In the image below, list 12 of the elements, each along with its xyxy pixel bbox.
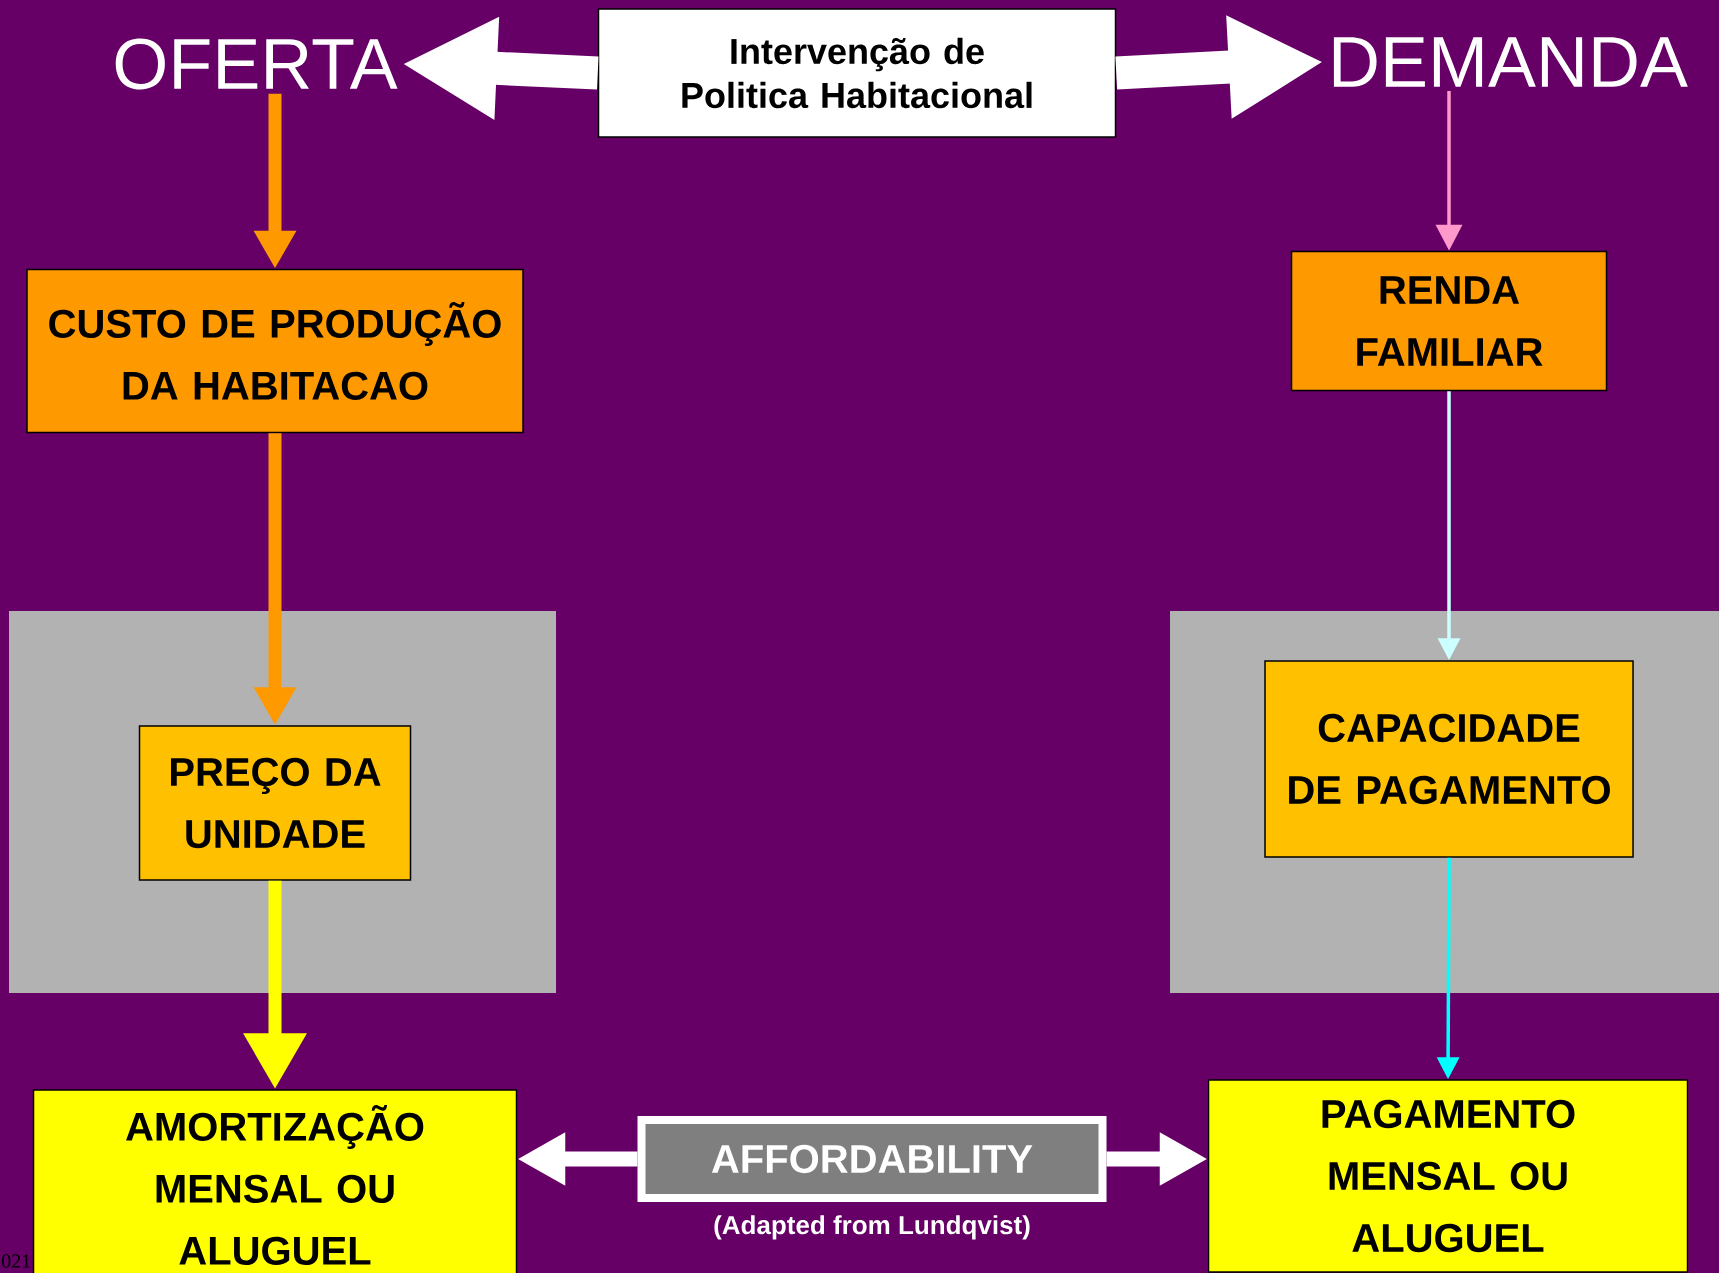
heading-text: DEMANDA xyxy=(1333,37,1688,87)
process-box: PAGAMENTO MENSAL OU ALUGUEL xyxy=(1207,1079,1689,1273)
process-box: RENDA FAMILIAR xyxy=(1290,250,1608,392)
process-box: AMORTIZAÇÃO MENSAL OU ALUGUEL xyxy=(32,1089,518,1273)
process-box: CAPACIDADE DE PAGAMENTO xyxy=(1264,660,1634,858)
label-box: AFFORDABILITY xyxy=(637,1116,1107,1202)
source-note: (Adapted from Lundqvist) xyxy=(714,1215,1030,1240)
process-box: CUSTO DE PRODUÇÃO DA HABITACAO xyxy=(26,268,524,434)
process-box: PREÇO DA UNIDADE xyxy=(138,725,412,881)
process-box: Intervenção de Politica Habitacional xyxy=(597,8,1117,138)
page-number: 021 xyxy=(2,1254,30,1268)
heading-text: OFERTA xyxy=(115,38,398,90)
